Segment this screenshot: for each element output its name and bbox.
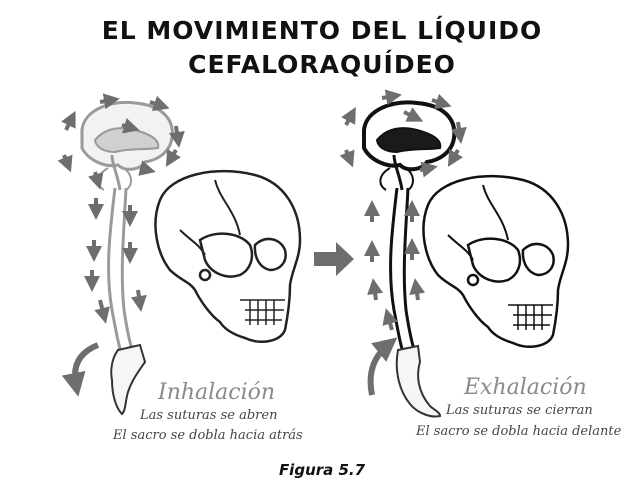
left-caption-title: Inhalación	[158, 380, 276, 405]
right-flow-arrows	[339, 89, 467, 331]
left-caption-line-2: El sacro se dobla hacia atrás	[113, 428, 303, 443]
figure-caption: Figura 5.7	[278, 461, 366, 479]
right-skull	[422, 174, 570, 348]
title-line-1: EL MOVIMIENTO DEL LÍQUIDO	[101, 16, 543, 45]
right-caption-line-1: Las suturas se cierran	[446, 403, 593, 418]
title-line-2: CEFALORAQUÍDEO	[188, 50, 456, 79]
right-brain-spine	[362, 100, 457, 418]
right-caption-title: Exhalación	[464, 375, 587, 400]
left-sacrum-arrow	[61, 342, 100, 397]
transition-arrow-icon	[314, 242, 354, 276]
left-brain-spine	[80, 100, 174, 416]
right-caption-line-2: El sacro se dobla hacia delante	[416, 424, 622, 439]
left-caption-line-1: Las suturas se abren	[140, 408, 278, 423]
left-flow-arrows	[57, 93, 185, 324]
left-skull	[154, 169, 302, 343]
right-sacrum-arrow	[367, 337, 398, 396]
